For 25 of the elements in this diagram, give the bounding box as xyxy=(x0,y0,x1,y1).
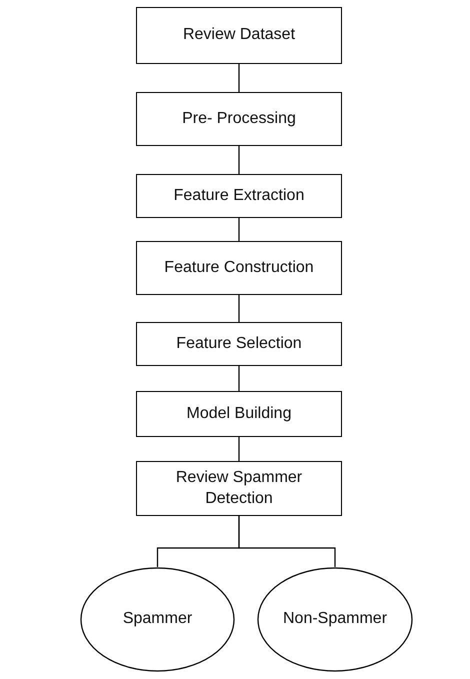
node-label: Feature Extraction xyxy=(172,186,306,206)
node-label: Feature Construction xyxy=(163,258,315,278)
process-box xyxy=(136,322,342,366)
node-label: Feature Selection xyxy=(175,334,303,354)
node-label: Review Dataset xyxy=(182,25,296,46)
process-box xyxy=(136,92,342,146)
node-label: Model Building xyxy=(186,404,292,424)
node-label: Review Spammer Detection xyxy=(174,468,304,508)
node-label: Spammer xyxy=(122,609,194,630)
connector-line xyxy=(238,437,240,461)
outcome-ellipse xyxy=(257,567,413,672)
process-box xyxy=(136,174,342,218)
process-box xyxy=(136,391,342,437)
connector-line xyxy=(238,218,240,241)
connector-line xyxy=(238,295,240,322)
node-label: Pre- Processing xyxy=(181,108,297,129)
connector-line xyxy=(238,366,240,391)
process-box xyxy=(136,461,342,516)
connector-line xyxy=(238,516,336,567)
process-box xyxy=(136,241,342,295)
process-box xyxy=(136,7,342,64)
node-label: Non-Spammer xyxy=(282,609,388,630)
outcome-ellipse xyxy=(80,567,235,672)
connector-line xyxy=(238,64,240,92)
connector-line xyxy=(238,146,240,174)
